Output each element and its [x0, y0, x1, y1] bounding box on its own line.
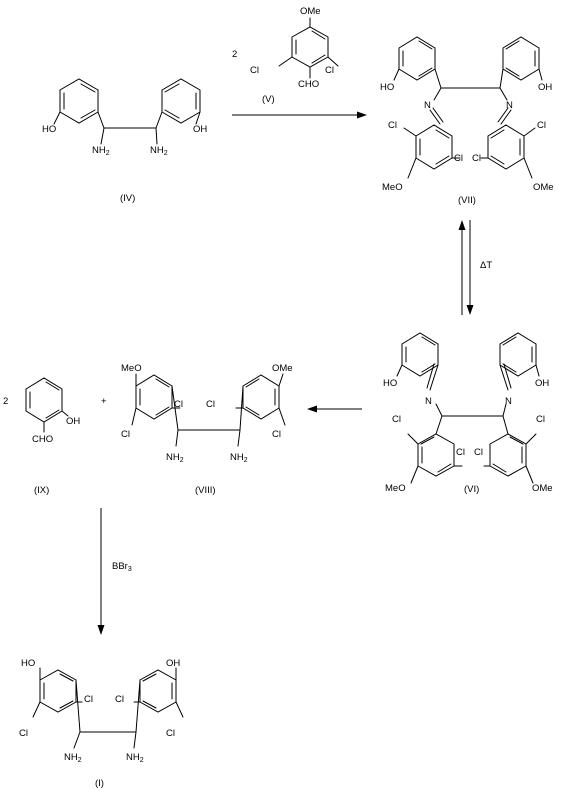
stoichiometric-coefficient: 2: [232, 49, 237, 60]
compound-viii: MeO OMe Cl Cl Cl Cl NH2 NH2 (VIII): [121, 363, 293, 496]
compound-id-vii: (VII): [458, 195, 476, 206]
methoxy-label: OMe: [300, 6, 321, 17]
hydroxyl-label: HO: [42, 124, 56, 135]
chloro-label: Cl: [474, 447, 483, 458]
aldehyde-label: CHO: [298, 79, 319, 90]
methoxy-label: MeO: [121, 363, 142, 374]
chloro-label: Cl: [537, 120, 546, 131]
amine-label: NH2: [126, 752, 144, 764]
chloro-label: Cl: [84, 694, 93, 705]
reagent-label: BBr3: [112, 561, 132, 573]
chloro-label: Cl: [115, 694, 124, 705]
reaction-arrow: [307, 405, 362, 413]
chloro-label: Cl: [536, 414, 545, 425]
compound-id-i: (I): [95, 778, 104, 789]
chloro-label: Cl: [454, 153, 463, 164]
reaction-arrow: [232, 111, 367, 119]
chloro-label: Cl: [472, 153, 481, 164]
heat-label: ΔT: [480, 260, 492, 271]
methoxy-label: MeO: [382, 182, 403, 193]
chloro-label: Cl: [272, 429, 281, 440]
chloro-label: Cl: [19, 728, 28, 739]
imine-nitrogen-label: N: [505, 396, 512, 407]
hydroxyl-label: OH: [66, 416, 80, 427]
chloro-label: Cl: [174, 399, 183, 410]
compound-id-v: (V): [262, 94, 275, 105]
stoichiometric-coefficient: 2: [3, 396, 8, 407]
chloro-label: Cl: [250, 65, 259, 76]
chloro-label: Cl: [121, 429, 130, 440]
compound-id-ix: (IX): [34, 485, 49, 496]
chloro-label: Cl: [392, 414, 401, 425]
compound-v: 2 OMe Cl Cl CHO (V): [232, 6, 339, 105]
compound-iv: HO OH NH2 NH2 (IV): [42, 78, 207, 204]
hydroxyl-label: OH: [193, 124, 207, 135]
chloro-label: Cl: [166, 728, 175, 739]
chloro-label: Cl: [206, 399, 215, 410]
compound-id-vi: (VI): [464, 484, 479, 495]
imine-nitrogen-label: N: [506, 100, 513, 111]
imine-nitrogen-label: N: [424, 100, 431, 111]
reaction-arrow: BBr3: [97, 508, 132, 635]
amine-label: NH2: [166, 452, 184, 464]
compound-id-viii: (VIII): [195, 485, 216, 496]
hydroxyl-label: HO: [383, 378, 397, 389]
compound-vi: HO OH N N Cl Cl Cl Cl MeO OMe (VI): [383, 332, 553, 495]
compound-i: HO OH Cl Cl Cl Cl NH2 NH2 (I): [19, 658, 184, 789]
chloro-label: Cl: [388, 120, 397, 131]
hydroxyl-label: OH: [166, 658, 180, 669]
amine-label: NH2: [92, 145, 110, 157]
methoxy-label: OMe: [532, 483, 553, 494]
compound-id-iv: (IV): [120, 193, 135, 204]
chloro-label: Cl: [325, 65, 334, 76]
compound-vii: HO OH N N Cl Cl Cl Cl MeO OMe (VII): [380, 36, 554, 206]
plus-sign: +: [101, 396, 107, 407]
amine-label: NH2: [150, 145, 168, 157]
hydroxyl-label: HO: [380, 82, 394, 93]
imine-nitrogen-label: N: [425, 396, 432, 407]
amine-label: NH2: [230, 452, 248, 464]
methoxy-label: MeO: [385, 483, 406, 494]
hydroxyl-label: HO: [21, 658, 35, 669]
amine-label: NH2: [64, 752, 82, 764]
hydroxyl-label: OH: [535, 378, 549, 389]
methoxy-label: OMe: [272, 363, 293, 374]
equilibrium-arrows: ΔT: [458, 220, 492, 315]
chloro-label: Cl: [456, 447, 465, 458]
aldehyde-label: CHO: [32, 434, 53, 445]
methoxy-label: OMe: [533, 182, 554, 193]
hydroxyl-label: OH: [538, 82, 552, 93]
compound-ix: 2 OH CHO (IX): [3, 377, 80, 496]
